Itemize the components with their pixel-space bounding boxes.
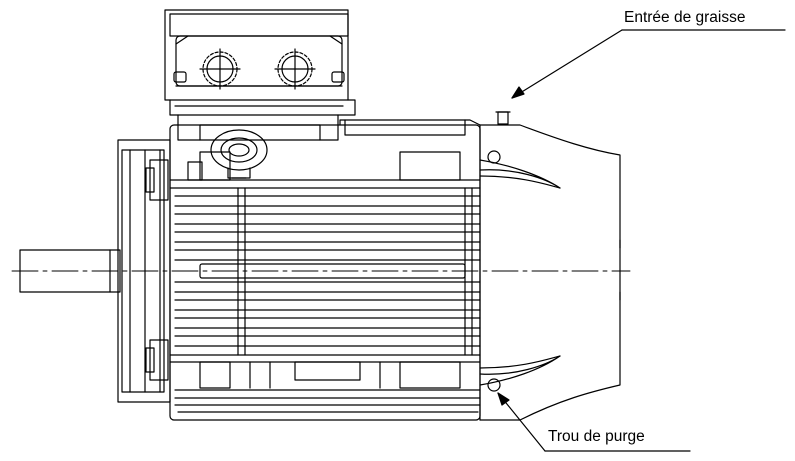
fan-cover bbox=[479, 111, 621, 421]
cooling-fins bbox=[174, 187, 481, 356]
terminal-box bbox=[164, 9, 356, 141]
lifting-eye bbox=[210, 129, 268, 179]
grease-inlet-label: Entrée de graisse bbox=[624, 9, 746, 26]
purge-hole-label: Trou de purge bbox=[548, 428, 645, 445]
purge-hole-leader bbox=[497, 392, 691, 452]
grease-inlet-leader bbox=[511, 29, 786, 99]
stator-body bbox=[169, 119, 481, 421]
